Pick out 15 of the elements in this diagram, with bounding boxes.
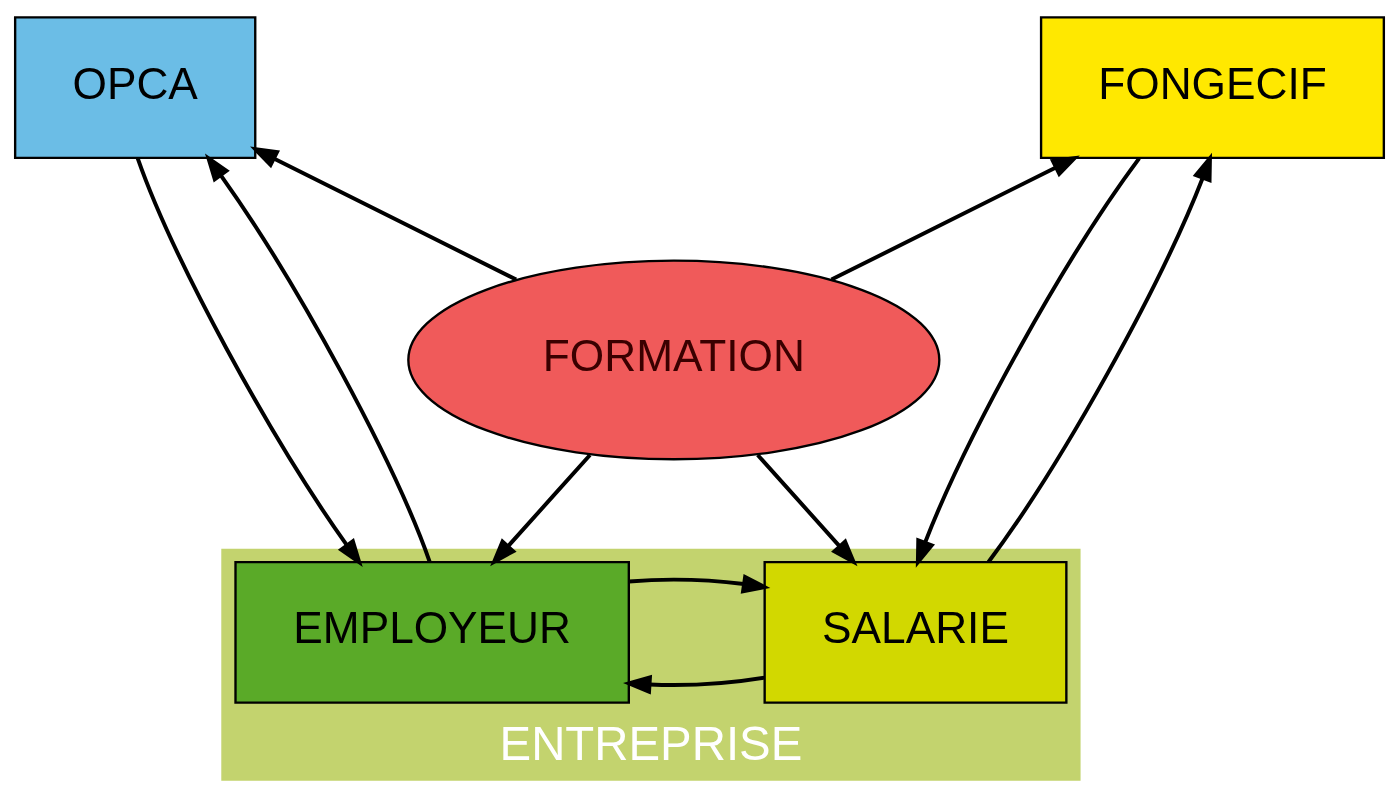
arrow (628, 573, 771, 594)
node-box: EMPLOYEUR (234, 560, 630, 704)
arrow (490, 453, 592, 567)
arrow (986, 152, 1212, 564)
node-box: FONGECIF (1039, 16, 1386, 160)
node-box: OPCA (13, 16, 257, 160)
arrow (135, 157, 363, 567)
arrow (756, 453, 858, 567)
node-box: SALARIE (763, 560, 1068, 704)
arrow (204, 153, 432, 563)
arrow (915, 157, 1141, 568)
arrow (250, 146, 518, 282)
arrow (830, 155, 1080, 282)
node-ellipse: FORMATION (407, 259, 941, 461)
arrow (623, 674, 765, 695)
